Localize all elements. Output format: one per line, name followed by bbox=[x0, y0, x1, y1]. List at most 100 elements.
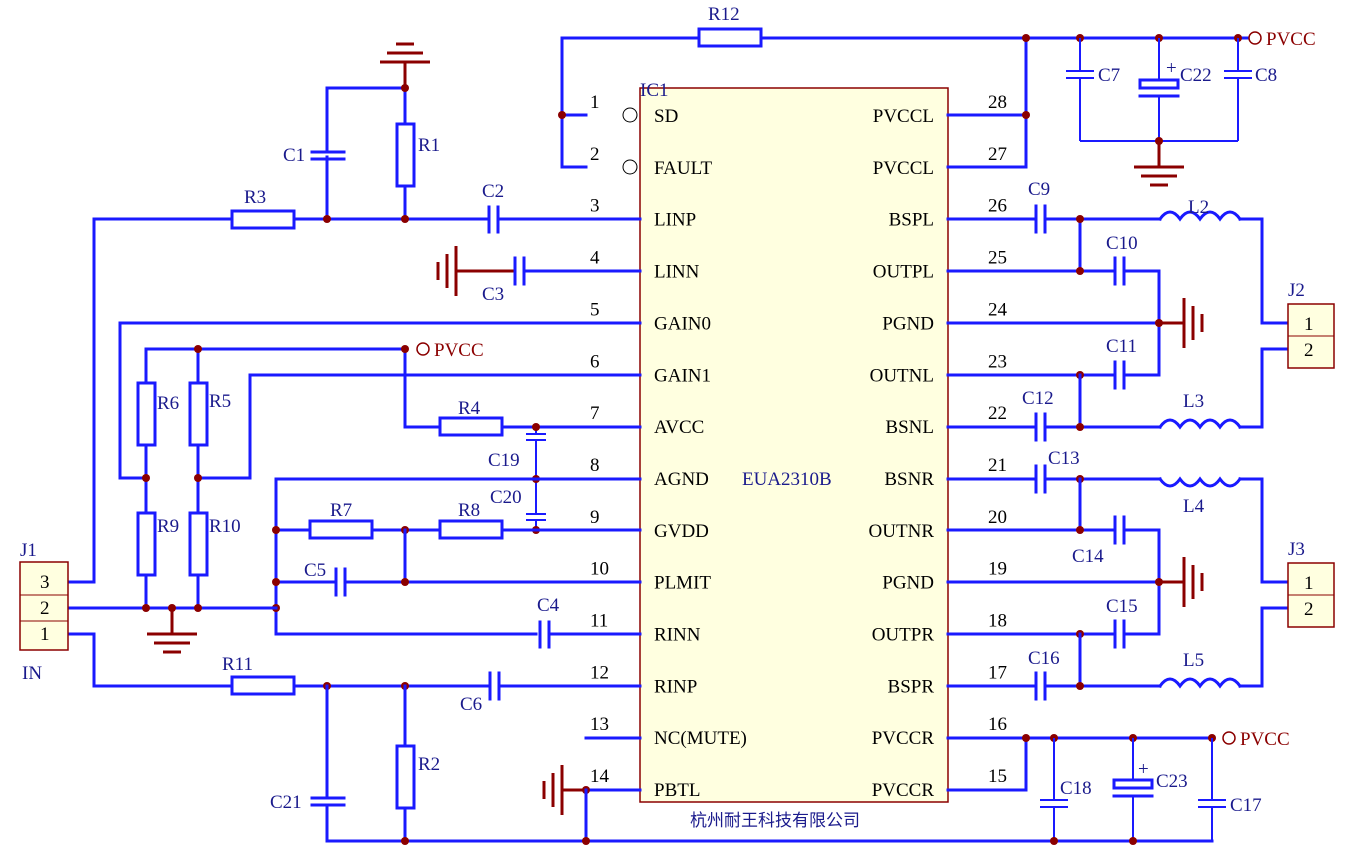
open-pin-fault bbox=[622, 159, 638, 175]
junction bbox=[142, 604, 150, 612]
resistor-r8 bbox=[438, 519, 504, 540]
junction bbox=[142, 474, 150, 482]
resistor-r3 bbox=[230, 209, 296, 230]
ic-designator: IC1 bbox=[640, 80, 669, 101]
wire-l2-j2 bbox=[1238, 217, 1290, 325]
ic-pin-number: 6 bbox=[590, 351, 600, 372]
j1-body bbox=[19, 561, 69, 651]
ic-pin-name: PVCCL bbox=[873, 158, 934, 179]
wire-gain0 bbox=[118, 321, 642, 480]
ic-pin-number: 4 bbox=[590, 248, 600, 269]
ic-pin-number: 1 bbox=[590, 92, 600, 113]
junction bbox=[582, 837, 590, 845]
ic-pin-name: NC(MUTE) bbox=[654, 728, 747, 749]
junction bbox=[1022, 111, 1030, 119]
ic-pin-number: 9 bbox=[590, 507, 600, 528]
ic-left-pins: 1SD2FAULT3LINP4LINN5GAIN06GAIN17AVCC8AGN… bbox=[590, 92, 747, 801]
j3-label: J3 bbox=[1288, 539, 1305, 560]
ic-pin-number: 3 bbox=[590, 196, 600, 217]
ic-pin-name: OUTNR bbox=[869, 521, 935, 542]
pvcc-terminal bbox=[1222, 731, 1236, 745]
ic-pin-number: 25 bbox=[988, 248, 1007, 269]
resistor-r4 bbox=[438, 416, 504, 437]
ic-body bbox=[639, 87, 949, 803]
ic-pin-number: 21 bbox=[988, 455, 1007, 476]
ic-pin-name: OUTNL bbox=[870, 365, 934, 386]
ic-pin-number: 20 bbox=[988, 507, 1007, 528]
ic-pin-name: BSNR bbox=[884, 469, 934, 490]
ic-pin-name: OUTPL bbox=[873, 262, 934, 283]
label-c20: C20 bbox=[490, 487, 522, 508]
inductor-l5 bbox=[1157, 677, 1243, 689]
pvcc-terminal bbox=[1248, 31, 1262, 45]
right-wiring: PVCC C7 + C22 C8 C9 bbox=[946, 29, 1316, 845]
wire-l4-j3 bbox=[1238, 477, 1290, 584]
ic-pin-name: PGND bbox=[882, 313, 934, 334]
junction bbox=[1076, 215, 1084, 223]
net-pvcc-top: PVCC bbox=[1266, 29, 1316, 50]
net-pvcc-mid: PVCC bbox=[434, 340, 484, 361]
inductor-l2 bbox=[1157, 210, 1243, 222]
label-r8: R8 bbox=[458, 500, 480, 521]
wire-in-l bbox=[66, 217, 234, 584]
left-wiring: R12 R3 C2 C1 R1 C3 bbox=[66, 4, 1252, 845]
label-c8: C8 bbox=[1255, 65, 1277, 86]
label-c11: C11 bbox=[1106, 336, 1137, 357]
resistor-r11 bbox=[230, 675, 296, 696]
wire-c1-high bbox=[325, 86, 407, 154]
junction bbox=[194, 604, 202, 612]
cap-c22-plate-a bbox=[1138, 78, 1180, 90]
wire-pvcc-r4 bbox=[403, 347, 442, 429]
junction bbox=[1076, 682, 1084, 690]
junction bbox=[323, 215, 331, 223]
junction bbox=[1076, 267, 1084, 275]
wire-pvccl-27 bbox=[946, 36, 1028, 169]
ic-pin-name: AGND bbox=[654, 469, 709, 490]
wire-gain1 bbox=[196, 373, 642, 480]
junction bbox=[1076, 526, 1084, 534]
label-c1: C1 bbox=[283, 145, 305, 166]
ic-pin-number: 26 bbox=[988, 196, 1007, 217]
j1-label: J1 bbox=[20, 540, 37, 561]
label-c18: C18 bbox=[1060, 778, 1092, 799]
label-c13: C13 bbox=[1048, 448, 1080, 469]
j2-pin: 2 bbox=[1304, 340, 1314, 361]
wire-agnd bbox=[274, 477, 642, 636]
resistor-r6 bbox=[136, 381, 157, 447]
label-r4: R4 bbox=[458, 398, 481, 419]
ic-pin-name: PLMIT bbox=[654, 573, 711, 594]
label-c3: C3 bbox=[482, 284, 504, 305]
label-l4: L4 bbox=[1183, 496, 1205, 517]
resistor-r2 bbox=[395, 744, 416, 810]
ic-pin-name: PVCCL bbox=[873, 106, 934, 127]
ic-pin-number: 2 bbox=[590, 144, 600, 165]
polarity-plus-c22: + bbox=[1166, 58, 1177, 79]
label-c16: C16 bbox=[1028, 648, 1060, 669]
ic-eua2310b: IC1 EUA2310B 1SD2FAULT3LINP4LINN5GAIN06G… bbox=[590, 80, 1008, 803]
ic-pin-name: GVDD bbox=[654, 521, 709, 542]
resistor-r7 bbox=[308, 519, 374, 540]
polarity-plus-c23: + bbox=[1138, 759, 1149, 780]
label-c9: C9 bbox=[1028, 179, 1050, 200]
wire-in-r bbox=[66, 632, 234, 688]
junction bbox=[1129, 837, 1137, 845]
junction bbox=[1076, 423, 1084, 431]
ic-pin-number: 19 bbox=[988, 559, 1007, 580]
junction bbox=[1022, 734, 1030, 742]
ic-pin-number: 22 bbox=[988, 403, 1007, 424]
junction bbox=[272, 526, 280, 534]
label-r9: R9 bbox=[157, 516, 179, 537]
label-c15: C15 bbox=[1106, 596, 1138, 617]
ic-pin-number: 7 bbox=[590, 403, 600, 424]
j1-caption: IN bbox=[22, 663, 42, 684]
label-c17: C17 bbox=[1230, 795, 1262, 816]
ic-pin-number: 11 bbox=[590, 611, 608, 632]
junction bbox=[401, 578, 409, 586]
junction bbox=[194, 474, 202, 482]
j2-label: J2 bbox=[1288, 280, 1305, 301]
label-r11: R11 bbox=[222, 654, 253, 675]
ic-pin-name: OUTPR bbox=[872, 625, 935, 646]
inductor-l3 bbox=[1157, 418, 1243, 430]
label-l5: L5 bbox=[1183, 650, 1204, 671]
